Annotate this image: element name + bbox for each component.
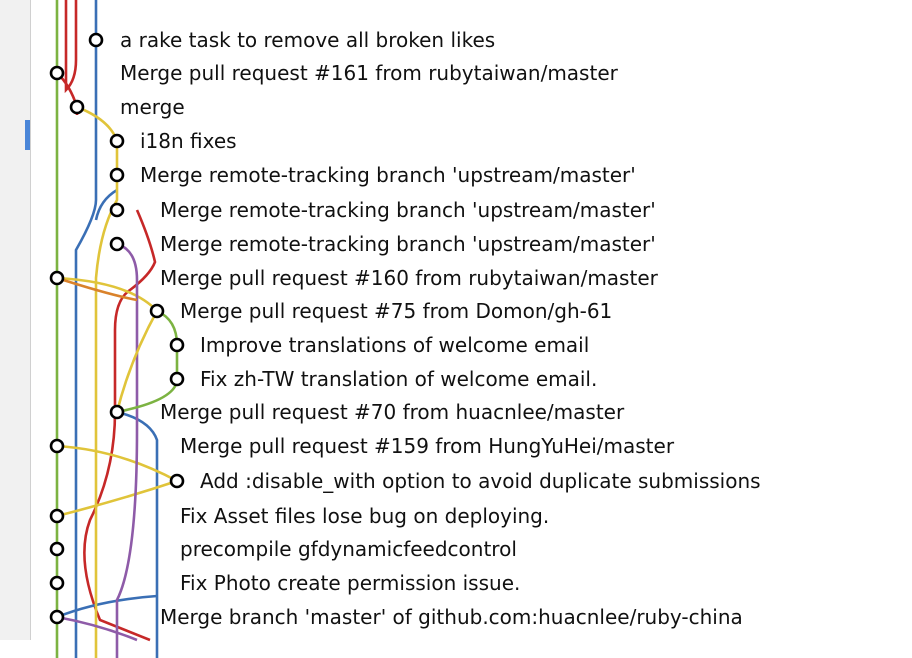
commit-row[interactable]: Merge remote-tracking branch 'upstream/m… xyxy=(160,193,656,227)
commit-row[interactable]: Fix Asset files lose bug on deploying. xyxy=(180,499,549,533)
commit-node[interactable] xyxy=(88,32,104,48)
scrollbar-track[interactable] xyxy=(0,0,31,640)
lane-yellow-70 xyxy=(115,310,159,413)
commit-message: Fix Photo create permission issue. xyxy=(180,571,521,595)
commit-message: Merge pull request #75 from Domon/gh-61 xyxy=(180,299,613,323)
commit-row[interactable]: Merge pull request #75 from Domon/gh-61 xyxy=(180,294,612,328)
commit-node[interactable] xyxy=(109,236,125,252)
commit-message: merge xyxy=(120,95,185,119)
commit-message: Merge pull request #161 from rubytaiwan/… xyxy=(120,61,618,85)
scrollbar-thumb[interactable] xyxy=(25,120,30,150)
commit-message: i18n fixes xyxy=(140,129,237,153)
lane-blue-merge xyxy=(56,594,158,619)
commit-node[interactable] xyxy=(49,575,65,591)
commit-node[interactable] xyxy=(69,99,85,115)
commit-row[interactable]: a rake task to remove all broken likes xyxy=(120,23,495,57)
commit-message: Merge remote-tracking branch 'upstream/m… xyxy=(160,198,656,222)
commit-node[interactable] xyxy=(49,438,65,454)
commit-row[interactable]: Add :disable_with option to avoid duplic… xyxy=(200,464,761,498)
lane-blue xyxy=(74,0,98,658)
commit-row[interactable]: Merge branch 'master' of github.com:huac… xyxy=(160,600,743,634)
lane-orange xyxy=(56,276,138,302)
commit-node[interactable] xyxy=(49,65,65,81)
lane-yellow xyxy=(76,105,119,658)
commit-row[interactable]: Fix Photo create permission issue. xyxy=(180,566,520,600)
commit-row[interactable]: precompile gfdynamicfeedcontrol xyxy=(180,532,517,566)
lane-purple-bottom xyxy=(56,615,138,642)
commit-node[interactable] xyxy=(49,270,65,286)
lane-purple xyxy=(115,242,139,658)
lane-blue-link xyxy=(94,188,118,221)
commit-row[interactable]: Merge pull request #161 from rubytaiwan/… xyxy=(120,56,618,90)
commit-message: a rake task to remove all broken likes xyxy=(120,28,496,52)
commit-row[interactable]: Improve translations of welcome email xyxy=(200,328,589,362)
clipped-next-row: ▁ ▁ ▁ ▁ ▁ xyxy=(160,646,263,658)
commit-node[interactable] xyxy=(109,202,125,218)
commit-node[interactable] xyxy=(169,473,185,489)
commit-node[interactable] xyxy=(149,303,165,319)
commit-message: Merge remote-tracking branch 'upstream/m… xyxy=(140,163,636,187)
commit-message: Merge pull request #160 from rubytaiwan/… xyxy=(160,266,658,290)
commit-message: Merge pull request #70 from huacnlee/mas… xyxy=(160,400,625,424)
commit-node[interactable] xyxy=(49,541,65,557)
commit-row[interactable]: Fix zh-TW translation of welcome email. xyxy=(200,362,597,396)
commit-node[interactable] xyxy=(49,609,65,625)
commit-row[interactable]: Merge pull request #160 from rubytaiwan/… xyxy=(160,261,658,295)
commit-row[interactable]: Merge pull request #159 from HungYuHei/m… xyxy=(180,429,674,463)
commit-node[interactable] xyxy=(169,371,185,387)
commit-node[interactable] xyxy=(109,404,125,420)
lane-red-lower xyxy=(83,209,157,642)
commit-row[interactable]: i18n fixes xyxy=(140,124,237,158)
commit-row[interactable]: Merge pull request #70 from huacnlee/mas… xyxy=(160,395,624,429)
commit-node[interactable] xyxy=(49,508,65,524)
commit-node[interactable] xyxy=(109,167,125,183)
commit-message: Fix zh-TW translation of welcome email. xyxy=(200,367,598,391)
commit-message: Improve translations of welcome email xyxy=(200,333,590,357)
lane-yellow-160 xyxy=(56,276,158,312)
commit-row[interactable]: Merge remote-tracking branch 'upstream/m… xyxy=(160,227,656,261)
lane-red-top xyxy=(64,0,78,94)
commit-message: precompile gfdynamicfeedcontrol xyxy=(180,537,517,561)
commit-message: Fix Asset files lose bug on deploying. xyxy=(180,504,550,528)
commit-message: Merge remote-tracking branch 'upstream/m… xyxy=(160,232,656,256)
commit-message: Merge pull request #159 from HungYuHei/m… xyxy=(180,434,675,458)
commit-message: Merge branch 'master' of github.com:huac… xyxy=(160,605,743,629)
commit-row[interactable]: Merge remote-tracking branch 'upstream/m… xyxy=(140,158,636,192)
commit-row[interactable]: merge xyxy=(120,90,185,124)
commit-node[interactable] xyxy=(109,133,125,149)
commit-message: Add :disable_with option to avoid duplic… xyxy=(200,469,761,493)
commit-node[interactable] xyxy=(169,337,185,353)
